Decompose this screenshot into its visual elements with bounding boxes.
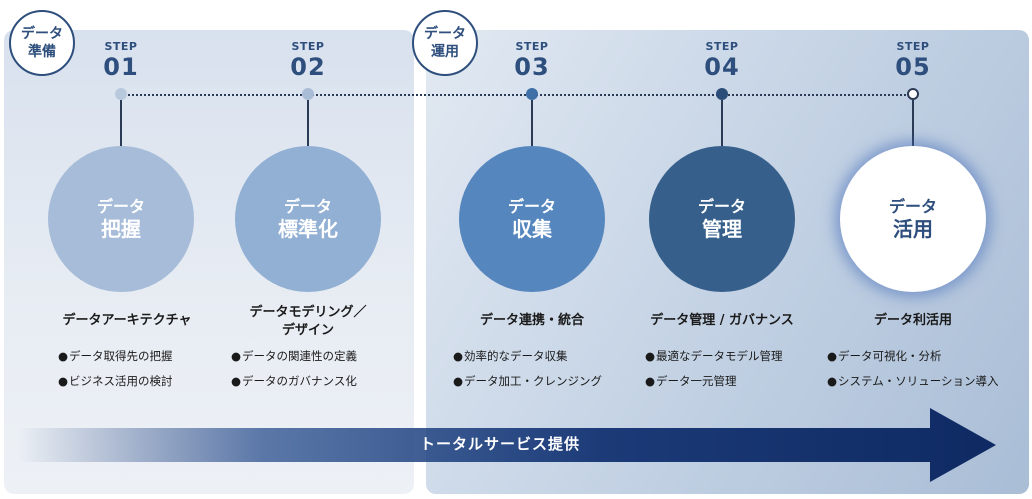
phase-badge-operation: データ 運用: [412, 10, 478, 76]
step-title-01: データアーキテクチャ: [62, 313, 192, 328]
step-circle-05: データ 活用: [840, 146, 986, 292]
bullet-item: システム・ソリューション導入: [827, 369, 998, 394]
phase-badge-preparation: データ 準備: [9, 10, 75, 76]
step-word: STEP: [705, 40, 739, 53]
step-title-05: データ利活用: [873, 313, 952, 328]
bullet-item: データ加工・クレンジング: [453, 369, 602, 394]
bullet-item: ビジネス活用の検討: [58, 369, 173, 394]
circle-label-line1: データ: [697, 197, 746, 216]
step-circle-02: データ 標準化: [235, 146, 381, 292]
circle-label-line2: 管理: [702, 217, 742, 241]
circle-label-line2: 活用: [893, 217, 933, 241]
timeline-node-04: [716, 88, 728, 100]
circle-label-line1: データ: [283, 197, 332, 216]
phase-badge-line2: 運用: [431, 44, 459, 60]
bullet-item: データ取得先の把握: [58, 344, 173, 369]
timeline-node-01: [115, 88, 127, 100]
step-bullets-05: データ可視化・分析 システム・ソリューション導入: [827, 344, 998, 394]
total-service-arrow: [18, 408, 996, 482]
bullet-item: 最適なデータモデル管理: [645, 344, 783, 369]
connector-line-03: [531, 100, 533, 146]
timeline-node-02: [302, 88, 314, 100]
phase-badge-line1: データ: [424, 26, 466, 42]
timeline-node-03: [526, 88, 538, 100]
timeline-dotted-line: [121, 94, 914, 96]
bullet-item: データの関連性の定義: [231, 344, 357, 369]
step-bullets-03: 効率的なデータ収集 データ加工・クレンジング: [453, 344, 602, 394]
connector-line-02: [307, 100, 309, 146]
circle-label-line1: データ: [96, 197, 145, 216]
step-label-02: STEP 02: [268, 40, 348, 81]
connector-line-04: [721, 100, 723, 146]
connector-line-05: [912, 100, 914, 146]
circle-label-line2: 収集: [512, 217, 552, 241]
step-number: 01: [103, 53, 139, 81]
timeline-node-05: [907, 88, 919, 100]
step-title-04: データ管理 / ガバナンス: [650, 313, 794, 328]
bullet-item: データのガバナンス化: [231, 369, 357, 394]
phase-badge-line1: データ: [21, 26, 63, 42]
step-word: STEP: [104, 40, 138, 53]
bullet-item: データ可視化・分析: [827, 344, 998, 369]
step-label-03: STEP 03: [492, 40, 572, 81]
step-number: 02: [290, 53, 326, 81]
step-label-01: STEP 01: [81, 40, 161, 81]
step-circle-04: データ 管理: [649, 146, 795, 292]
bullet-item: データ一元管理: [645, 369, 783, 394]
step-word: STEP: [291, 40, 325, 53]
step-bullets-01: データ取得先の把握 ビジネス活用の検討: [58, 344, 173, 394]
step-circle-01: データ 把握: [48, 146, 194, 292]
step-number: 03: [514, 53, 550, 81]
phase-badge-line2: 準備: [28, 44, 56, 60]
step-word: STEP: [896, 40, 930, 53]
step-label-04: STEP 04: [682, 40, 762, 81]
circle-label-line1: データ: [888, 197, 937, 216]
arrow-label: トータルサービス提供: [419, 435, 580, 453]
step-bullets-02: データの関連性の定義 データのガバナンス化: [231, 344, 357, 394]
circle-label-line2: 標準化: [278, 217, 338, 241]
bullet-item: 効率的なデータ収集: [453, 344, 602, 369]
step-bullets-04: 最適なデータモデル管理 データ一元管理: [645, 344, 783, 394]
circle-label-line1: データ: [507, 197, 556, 216]
step-label-05: STEP 05: [873, 40, 953, 81]
step-word: STEP: [515, 40, 549, 53]
step-title-02: データモデリング／ デザイン: [249, 305, 367, 338]
connector-line-01: [120, 100, 122, 146]
step-circle-03: データ 収集: [459, 146, 605, 292]
step-title-03: データ連携・統合: [479, 313, 584, 328]
step-number: 04: [704, 53, 740, 81]
step-number: 05: [895, 53, 931, 81]
circle-label-line2: 把握: [101, 217, 141, 241]
